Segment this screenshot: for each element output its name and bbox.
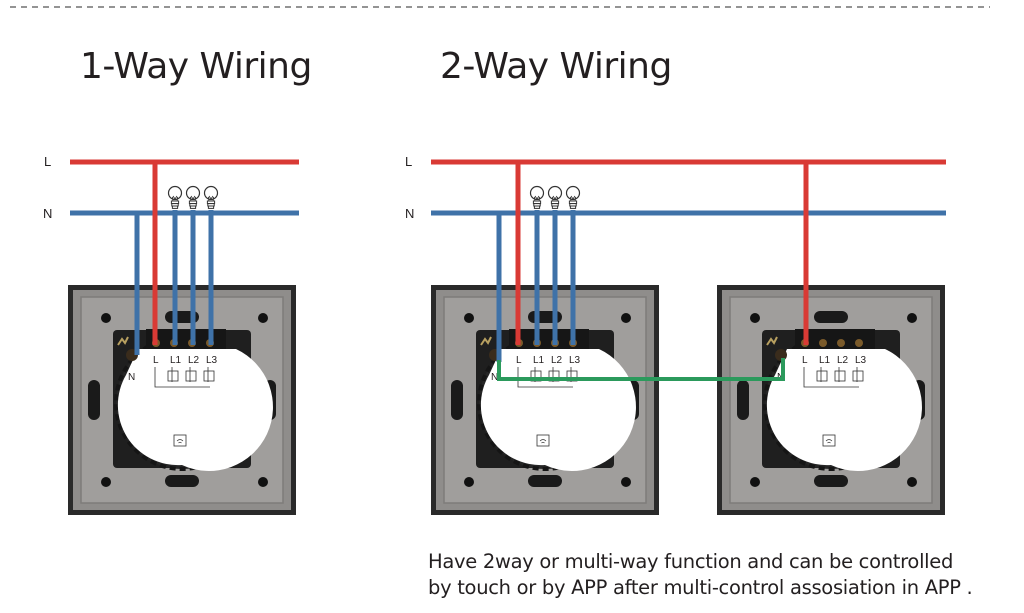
one-way-diagram: L N xyxy=(43,154,299,517)
bulb-icon xyxy=(203,185,219,209)
bulb-icon xyxy=(529,185,545,209)
two-way-diagram: L N xyxy=(405,154,947,517)
caption-line-2: by touch or by APP after multi-control a… xyxy=(428,576,973,599)
bulb-icon xyxy=(167,185,183,209)
switch-panel-2way-a xyxy=(429,283,661,517)
bulb-icon xyxy=(185,185,201,209)
bulb-icon xyxy=(547,185,563,209)
switch-panel-2way-b xyxy=(715,283,947,517)
live-label-2way: L xyxy=(405,154,412,169)
caption: Have 2way or multi-way function and can … xyxy=(428,549,973,601)
caption-line-1: Have 2way or multi-way function and can … xyxy=(428,550,954,573)
title-one-way-wiring: 1-Way Wiring xyxy=(80,46,312,87)
title-two-way-wiring: 2-Way Wiring xyxy=(440,46,672,87)
bulb-icon xyxy=(565,185,581,209)
traveler-wire xyxy=(497,358,785,381)
neutral-label-1way: N xyxy=(43,206,52,221)
neutral-label-2way: N xyxy=(405,206,414,221)
switch-panel-1way xyxy=(66,283,298,517)
live-label-1way: L xyxy=(44,154,51,169)
